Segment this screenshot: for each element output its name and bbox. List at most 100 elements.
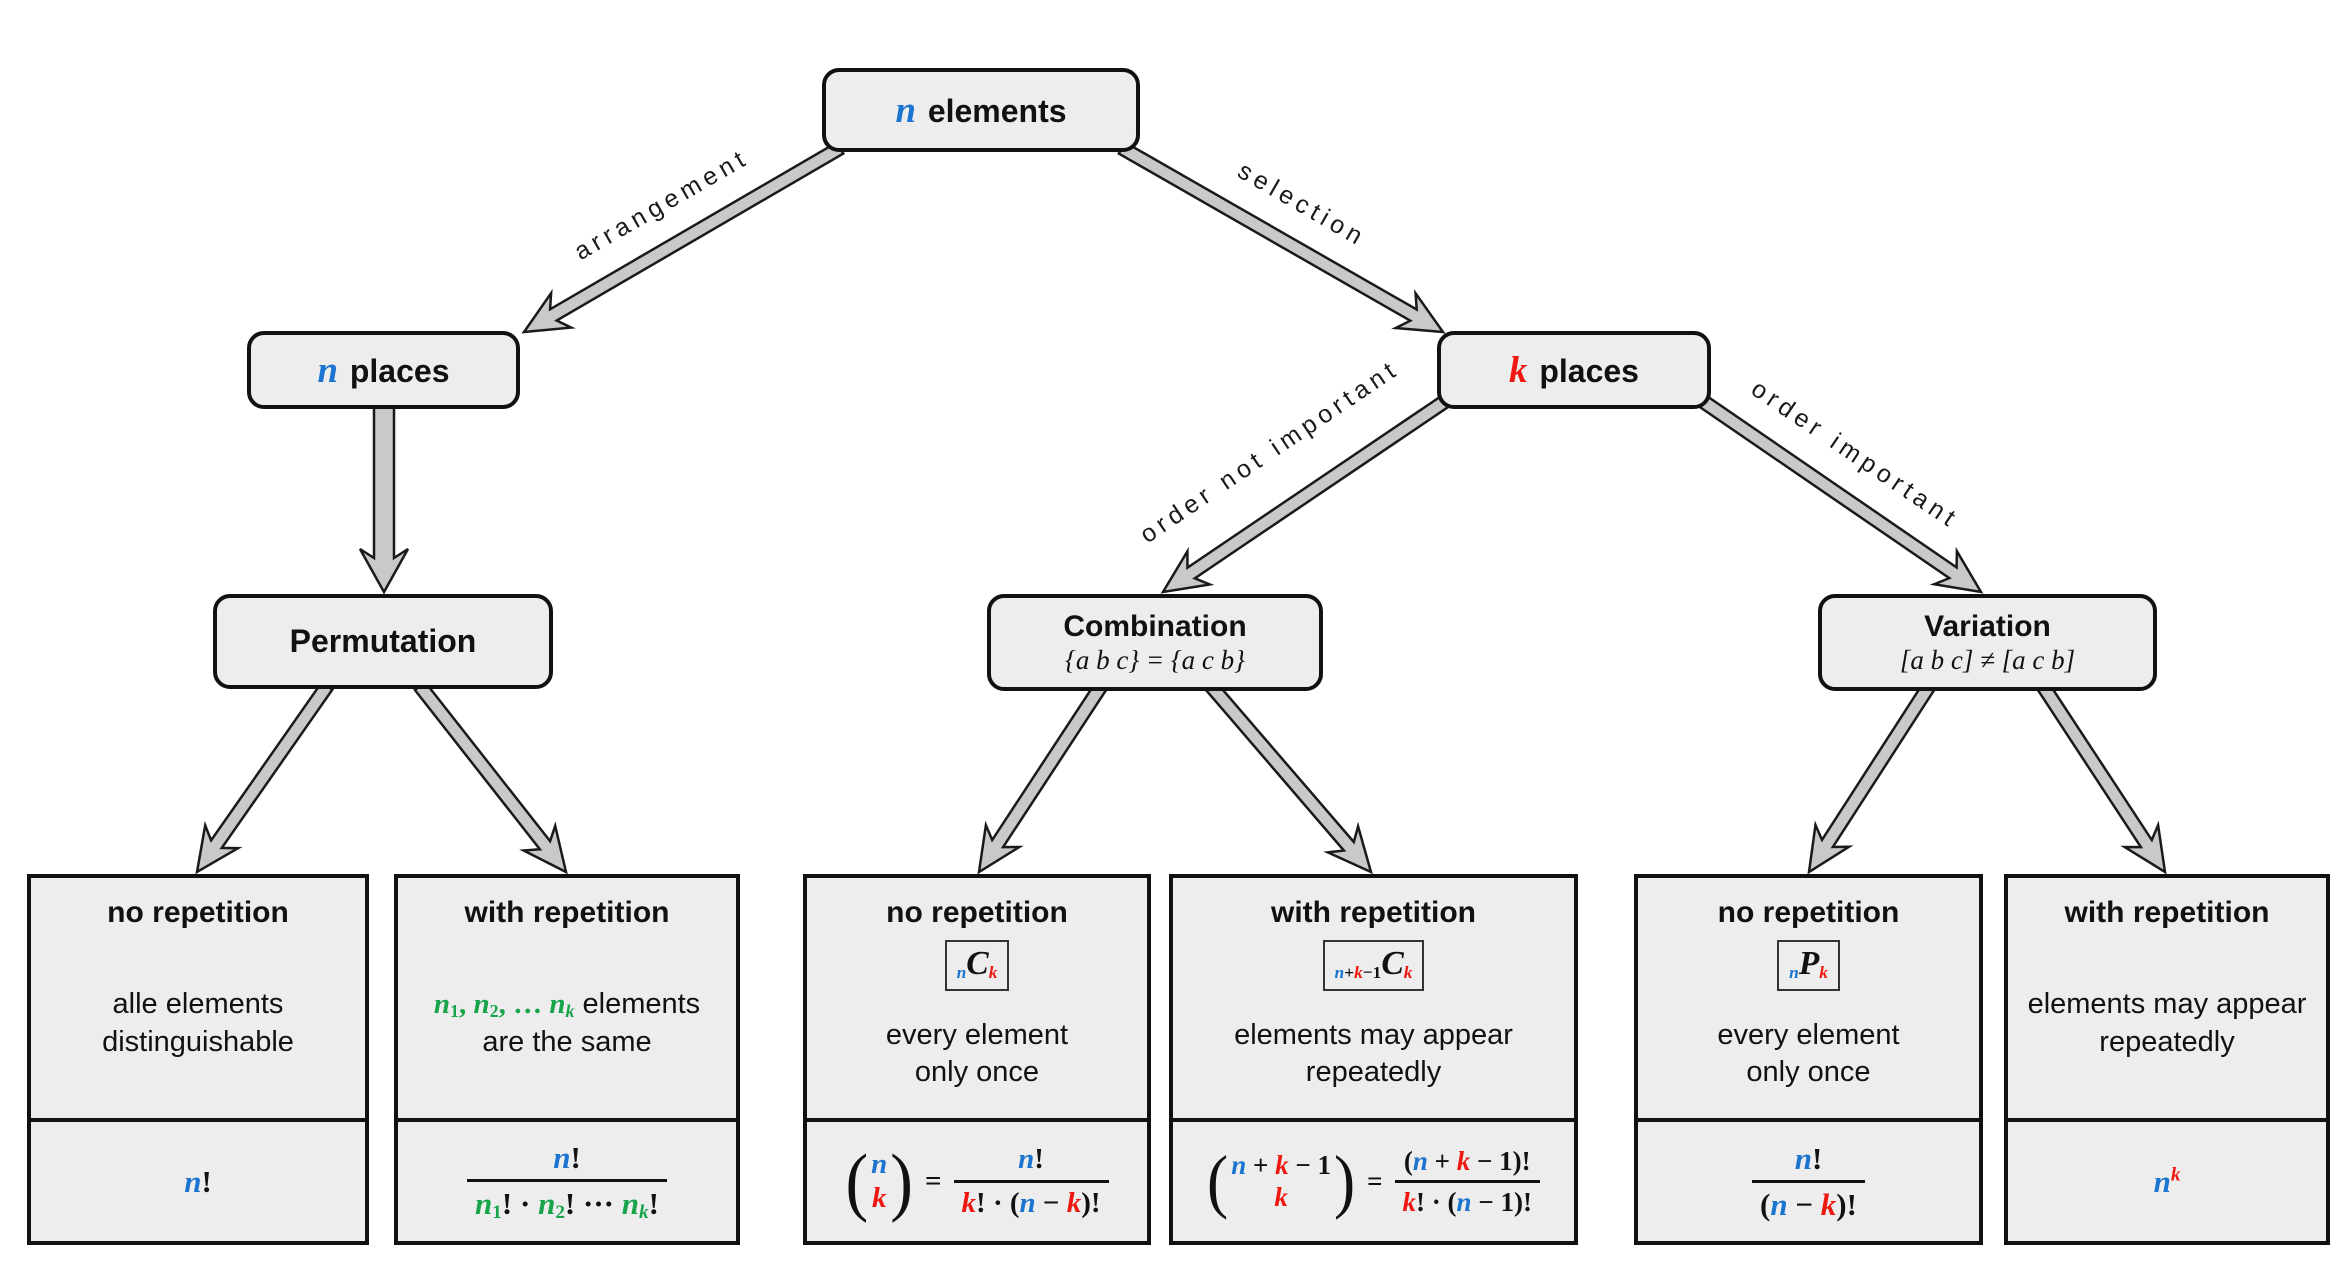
node-title: k places <box>1509 348 1639 390</box>
math-token: only once <box>914 1056 1040 1089</box>
cell-variation-no-repetition: no repetition nPk every element only onc… <box>1634 874 1983 1245</box>
math-token: n <box>433 988 450 1021</box>
math-token: n <box>2153 1163 2171 1199</box>
fraction-numerator: (n + k − 1)! <box>1394 1145 1540 1183</box>
math-token: k <box>988 962 998 982</box>
description-line: distinguishable <box>102 1024 294 1062</box>
notation-badge: nPk <box>1777 940 1840 991</box>
math-token: repeatedly <box>2099 1026 2235 1058</box>
math-token: C <box>966 945 989 982</box>
node-title: n places <box>318 349 450 390</box>
description-line: elements may appear <box>2028 986 2307 1024</box>
cell-description: elements may appear repeatedly <box>1234 991 1513 1118</box>
fraction-numerator: n! <box>467 1139 667 1182</box>
fraction-denominator: k! · (n − k)! <box>954 1183 1109 1221</box>
math-token: k <box>1819 962 1828 982</box>
cell-description: alle elements distinguishable <box>102 930 294 1118</box>
fraction-denominator: k! · (n − 1)! <box>1395 1183 1540 1218</box>
node-n-places: n places <box>247 331 520 409</box>
fraction: n! k! · (n − k)! <box>953 1142 1109 1221</box>
math-token: distinguishable <box>102 1026 294 1058</box>
arrow-connector <box>195 680 335 875</box>
left-paren: ( <box>1207 1140 1229 1221</box>
math-token: k <box>1275 1150 1289 1181</box>
math-token: 1 <box>492 1202 502 1224</box>
left-paren: ( <box>845 1138 869 1224</box>
math-token: ! · ( <box>1416 1187 1457 1217</box>
math-token: − <box>1787 1187 1821 1222</box>
math-token: − 1 <box>1288 1150 1331 1181</box>
math-token: ! <box>1034 1143 1044 1176</box>
math-token: −1 <box>1362 962 1382 982</box>
arrow-connector <box>1160 394 1450 594</box>
cell-description: every element only once <box>1717 991 1899 1118</box>
math-token: every element <box>885 1018 1069 1051</box>
math-token: k <box>565 1001 575 1022</box>
math-token: k <box>1509 348 1528 390</box>
math-token: ( <box>1760 1187 1771 1222</box>
cell-variation-with-repetition: with repetition elements may appear repe… <box>2004 874 2330 1245</box>
math-token: k <box>871 1181 887 1214</box>
math-token: 2 <box>489 1001 499 1022</box>
math-token: , … <box>498 988 550 1021</box>
math-token: k <box>1402 1187 1417 1217</box>
math-token: ! <box>1811 1140 1823 1176</box>
binomial: ( n + k − 1 k ) <box>1207 1140 1356 1221</box>
equals-sign: = <box>925 1165 942 1197</box>
math-token: n <box>1412 1145 1428 1176</box>
math-token: only once <box>1746 1056 1871 1089</box>
node-title: Variation <box>1924 609 2051 643</box>
description-line: repeatedly <box>1306 1054 1441 1092</box>
math-token: places <box>340 352 450 389</box>
math-token: C <box>1381 945 1404 982</box>
formula: n! n1! · n2! ··· nk! <box>398 1118 736 1241</box>
math-token: )! <box>1081 1187 1101 1219</box>
arrow-connector <box>358 402 410 595</box>
cell-description: elements may appear repeatedly <box>2028 930 2307 1118</box>
math-token: k <box>961 1187 977 1219</box>
math-token: n <box>1231 1150 1247 1181</box>
formula-expression: n! <box>184 1164 212 1200</box>
formula: n! <box>31 1118 365 1241</box>
node-title: Permutation <box>289 622 477 659</box>
math-token: n <box>1789 962 1799 982</box>
formula-expression: nk <box>2154 1164 2181 1200</box>
cell-header: no repetition <box>886 896 1068 929</box>
math-token: ! <box>201 1163 212 1199</box>
binomial-bottom: k <box>1274 1182 1288 1213</box>
arrow-connector <box>977 680 1109 875</box>
fraction-numerator: n! <box>1752 1140 1865 1183</box>
arrow-connector <box>1117 140 1446 334</box>
math-token: P <box>1798 945 1820 982</box>
math-token: n <box>1334 962 1345 982</box>
math-token: n <box>895 88 916 130</box>
math-token: every element <box>1717 1018 1900 1051</box>
math-token: , <box>458 988 474 1021</box>
math-token: repeatedly <box>1305 1056 1442 1089</box>
node-subtitle: {a b c} = {a c b} <box>1065 644 1245 675</box>
binomial-top: n + k − 1 <box>1231 1150 1331 1181</box>
cell-combination-no-repetition: no repetition nCk every element only onc… <box>803 874 1151 1245</box>
cell-permutation-no-repetition: no repetition alle elements distinguisha… <box>27 874 369 1245</box>
description-line: every element <box>1717 1017 1899 1055</box>
notation-badge: nCk <box>944 940 1010 991</box>
fraction-denominator: (n − k)! <box>1752 1183 1865 1223</box>
math-token: n <box>475 1185 493 1221</box>
right-paren: ) <box>1334 1140 1356 1221</box>
math-token: k <box>1354 962 1363 982</box>
cell-header: with repetition <box>2064 896 2270 929</box>
node-subtitle: [a b c] ≠ [a c b] <box>1899 644 2076 675</box>
math-token: n <box>1018 1143 1035 1176</box>
cell-header: no repetition <box>107 896 289 929</box>
arrow-connector <box>1698 394 1984 594</box>
description-line: only once <box>915 1054 1039 1092</box>
cell-permutation-with-repetition: with repetition n1, n2, … nk elements ar… <box>394 874 740 1245</box>
math-token: k <box>1066 1187 1082 1219</box>
binomial-top: n <box>871 1148 887 1181</box>
math-token: k <box>1274 1181 1288 1212</box>
description-line: elements may appear <box>1234 1017 1513 1055</box>
math-token: ! · <box>501 1185 539 1221</box>
math-token: elements <box>918 92 1067 129</box>
